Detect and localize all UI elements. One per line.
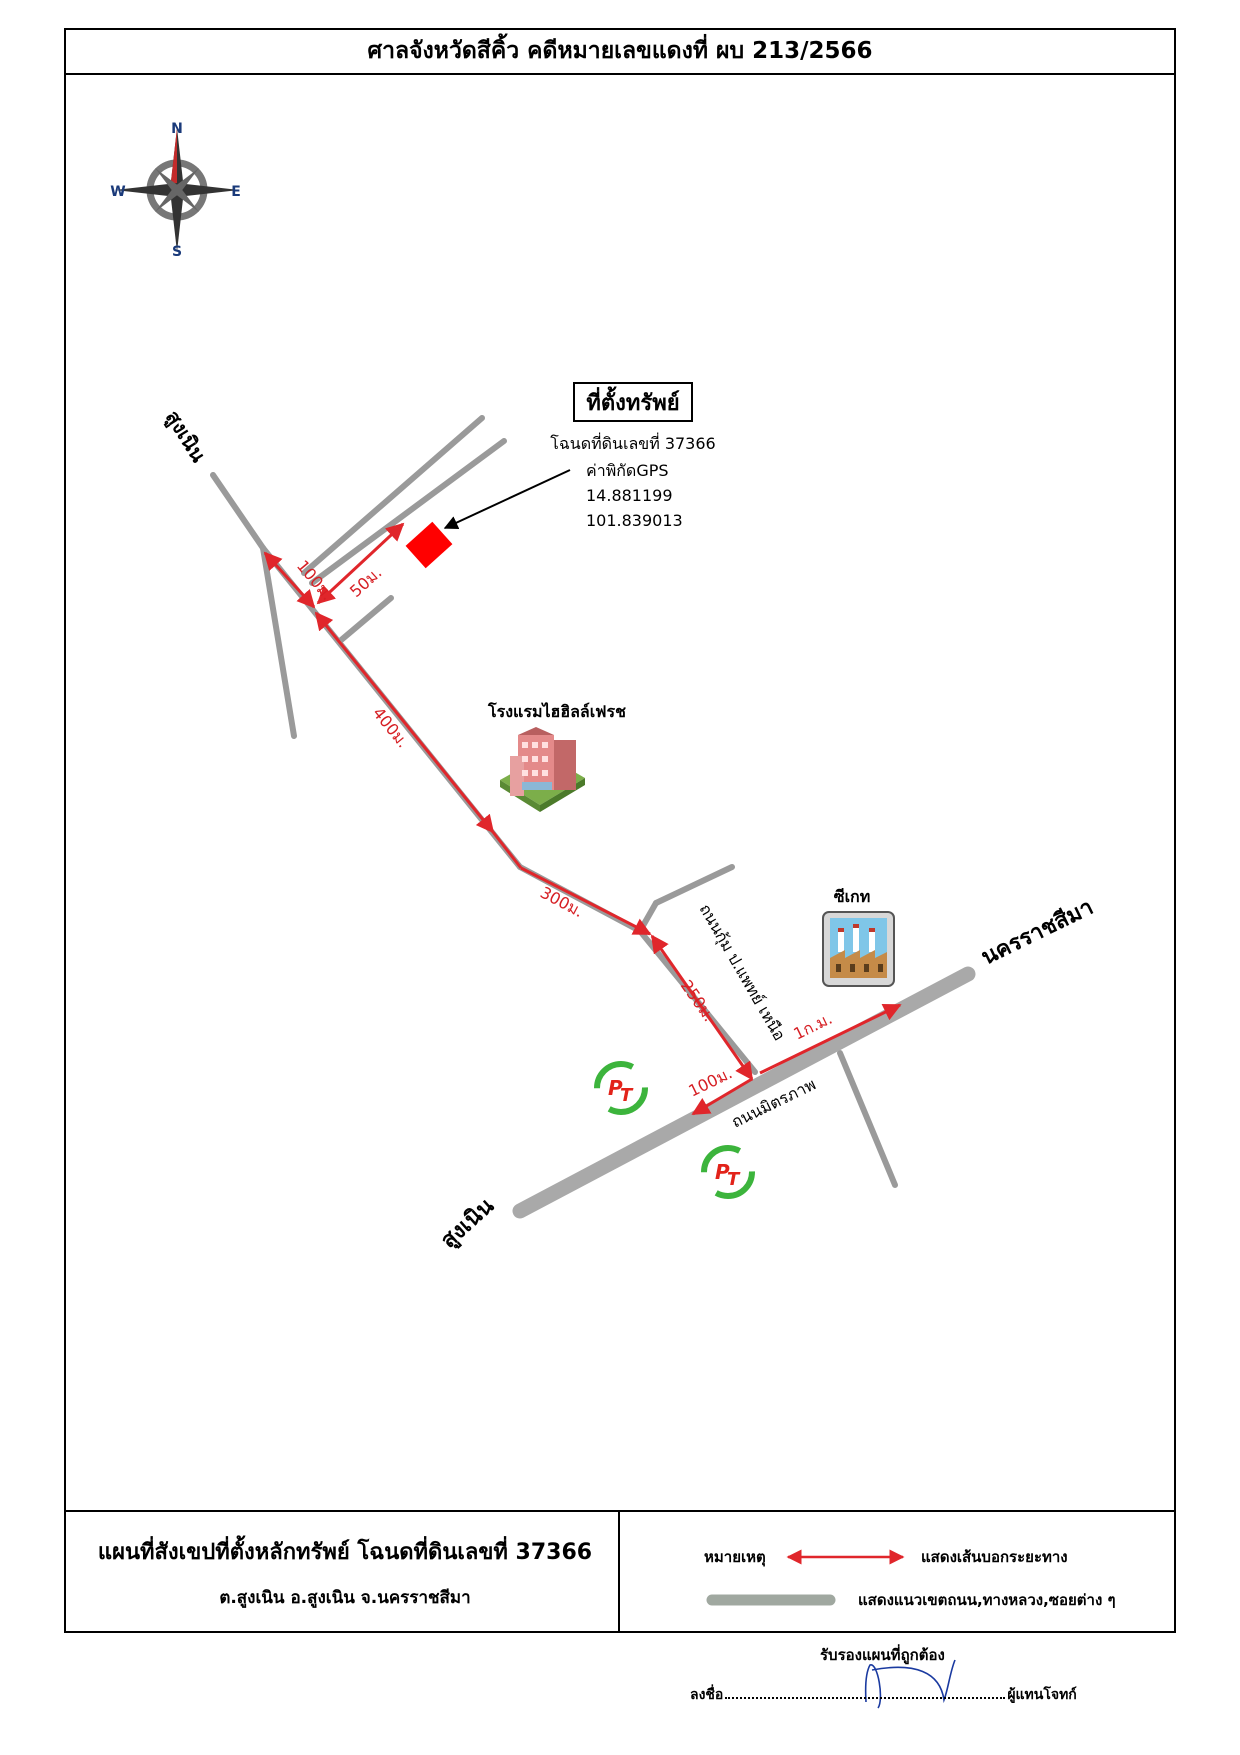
distance-50: 50ม. xyxy=(346,563,385,601)
compass-n: N xyxy=(171,121,183,137)
hotel-building-icon xyxy=(500,727,585,812)
compass-rose-icon: N S W E xyxy=(110,121,241,260)
svg-text:P: P xyxy=(608,1076,623,1100)
svg-text:T: T xyxy=(727,1169,741,1190)
label-cgate: ซีเกท xyxy=(834,887,871,906)
pt-logo-icon: P T xyxy=(594,1061,648,1115)
property-marker xyxy=(405,521,453,569)
label-sungnoen-top: สูงเนิน xyxy=(159,406,211,468)
signature-dots xyxy=(725,1687,1006,1699)
legend-arrow-text: แสดงเส้นบอกระยะทาง xyxy=(921,1548,1068,1566)
page-title: ศาลจังหวัดสีคิ้ว คดีหมายเลขแดงที่ ผบ 213… xyxy=(64,28,1176,75)
gps-lon: 101.839013 xyxy=(586,511,683,530)
compass-e: E xyxy=(231,184,241,200)
gps-label: ค่าพิกัดGPS xyxy=(586,461,669,480)
property-deed: โฉนดที่ดินเลขที่ 37366 xyxy=(550,432,715,453)
compass-s: S xyxy=(172,244,182,260)
gps-lat: 14.881199 xyxy=(586,486,673,505)
sign-label: ลงชื่อ xyxy=(690,1687,724,1703)
certify-text: รับรองแผนที่ถูกต้อง xyxy=(820,1646,945,1664)
pt-logo-icon: P T xyxy=(701,1145,755,1199)
label-road-side: ถนนกุ้ม ป.แพทย์ เหนือ xyxy=(695,901,790,1045)
sign-role: ผู้แทนโจทก์ xyxy=(1007,1687,1077,1703)
footer-divider xyxy=(618,1510,620,1633)
label-hotel: โรงแรมไฮฮิลล์เฟรช xyxy=(487,701,626,721)
compass-w: W xyxy=(110,184,125,200)
legend-heading: หมายเหตุ xyxy=(704,1548,766,1567)
map-frame xyxy=(64,28,1176,1633)
footer-title: แผนที่สังเขปที่ตั้งหลักทรัพย์ โฉนดที่ดิน… xyxy=(97,1540,593,1565)
signature-line: ลงชื่อ ผู้แทนโจทก์ xyxy=(690,1684,1077,1706)
property-heading: ที่ตั้งทรัพย์ xyxy=(586,386,679,416)
distance-arrows xyxy=(263,522,902,1116)
factory-icon xyxy=(822,911,895,987)
property-heading-box xyxy=(573,382,693,422)
pointer-arrow xyxy=(443,469,571,530)
signature-scribble xyxy=(864,1659,956,1709)
svg-text:P: P xyxy=(715,1160,730,1184)
distance-labels: 100ม. 50ม. 400ม. 300ม. 250ม. 100ม. 1ก.ม. xyxy=(293,556,835,1100)
svg-text:T: T xyxy=(620,1085,634,1106)
footer-subtitle: ต.สูงเนิน อ.สูงเนิน จ.นครราชสีมา xyxy=(219,1588,471,1608)
footer-panel xyxy=(64,1510,1176,1633)
label-sungnoen-bottom: สูงเนิน xyxy=(436,1194,499,1255)
distance-250: 250ม. xyxy=(677,976,719,1025)
label-nakhon: นครราชสีมา xyxy=(978,895,1098,970)
legend-road-text: แสดงแนวเขตถนน,ทางหลวง,ซอยต่าง ๆ xyxy=(858,1591,1116,1609)
